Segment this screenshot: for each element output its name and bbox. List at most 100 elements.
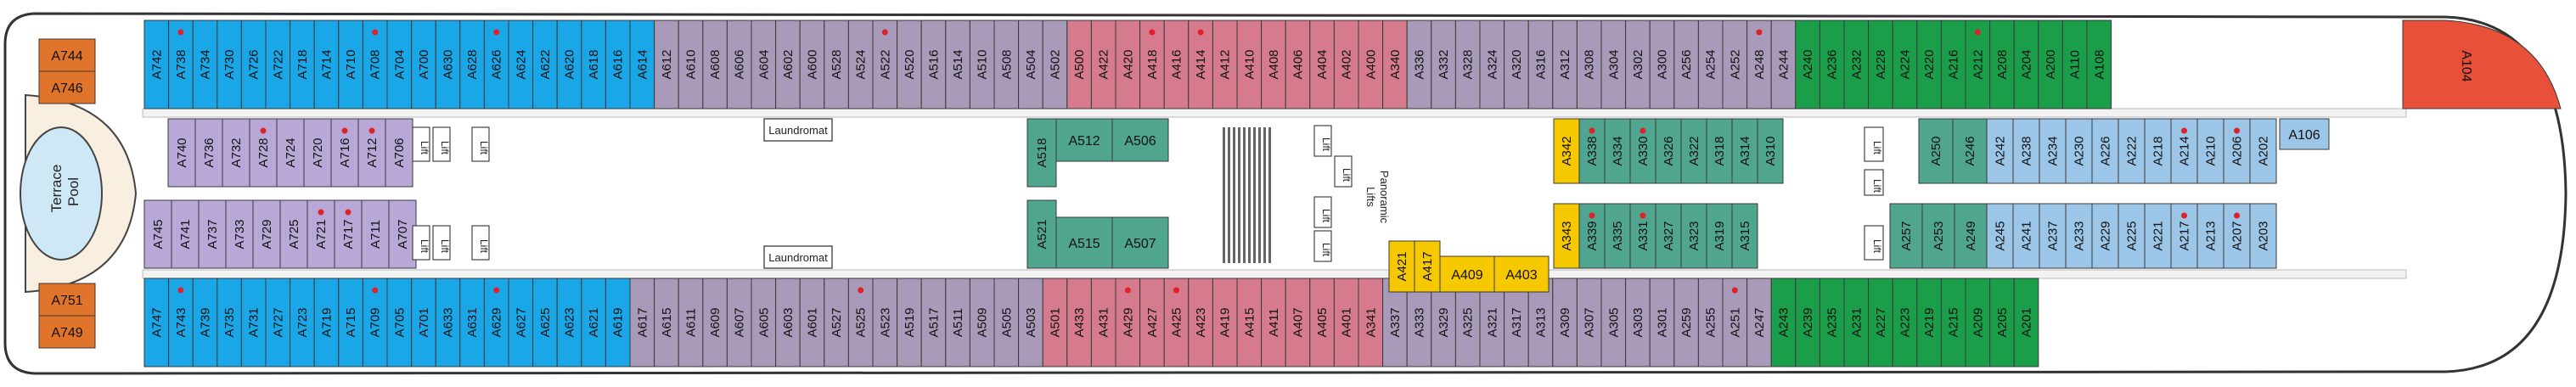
cabin-a517[interactable]: A517 (920, 278, 947, 367)
cabin-a723[interactable]: A723 (290, 278, 315, 367)
cabin-a736[interactable]: A736 (194, 118, 223, 188)
cabin-a303[interactable]: A303 (1625, 278, 1651, 367)
cabin-a711[interactable]: A711 (361, 199, 390, 269)
cabin-a318[interactable]: A318 (1706, 118, 1733, 184)
cabin-a622[interactable]: A622 (532, 20, 558, 109)
cabin-a600[interactable]: A600 (799, 20, 825, 109)
cabin-a419[interactable]: A419 (1212, 278, 1238, 367)
cabin-a313[interactable]: A313 (1527, 278, 1554, 367)
cabin-a210[interactable]: A210 (2196, 118, 2224, 184)
cabin-a230[interactable]: A230 (2065, 118, 2093, 184)
cabin-a417[interactable]: A417 (1414, 240, 1441, 293)
cabin-a249[interactable]: A249 (1954, 203, 1988, 269)
cabin-a339[interactable]: A339 (1578, 203, 1606, 269)
cabin-a423[interactable]: A423 (1188, 278, 1213, 367)
cabin-a408[interactable]: A408 (1261, 20, 1286, 109)
cabin-a201[interactable]: A201 (2013, 278, 2039, 367)
cabin-a221[interactable]: A221 (2144, 203, 2172, 269)
cabin-a718[interactable]: A718 (290, 20, 315, 109)
cabin-a224[interactable]: A224 (1892, 20, 1918, 109)
cabin-a205[interactable]: A205 (1989, 278, 2015, 367)
cabin-a250[interactable]: A250 (1918, 118, 1954, 184)
cabin-a206[interactable]: A206 (2223, 118, 2251, 184)
cabin-a710[interactable]: A710 (338, 20, 363, 109)
cabin-a203[interactable]: A203 (2249, 203, 2277, 269)
cabin-a108[interactable]: A108 (2086, 20, 2112, 109)
cabin-a232[interactable]: A232 (1843, 20, 1870, 109)
cabin-a605[interactable]: A605 (751, 278, 777, 367)
cabin-a626[interactable]: A626 (483, 20, 509, 109)
cabin-a312[interactable]: A312 (1552, 20, 1578, 109)
cabin-a712[interactable]: A712 (357, 118, 386, 188)
cabin-a239[interactable]: A239 (1795, 278, 1820, 367)
cabin-a259[interactable]: A259 (1673, 278, 1699, 367)
cabin-a330[interactable]: A330 (1629, 118, 1656, 184)
cabin-a228[interactable]: A228 (1868, 20, 1893, 109)
cabin-a300[interactable]: A300 (1649, 20, 1675, 109)
cabin-a248[interactable]: A248 (1746, 20, 1772, 109)
cabin-a223[interactable]: A223 (1892, 278, 1918, 367)
cabin-a516[interactable]: A516 (920, 20, 947, 109)
cabin-a418[interactable]: A418 (1139, 20, 1165, 109)
cabin-a524[interactable]: A524 (847, 20, 874, 109)
cabin-a706[interactable]: A706 (385, 118, 413, 188)
cabin-a700[interactable]: A700 (411, 20, 436, 109)
cabin-a328[interactable]: A328 (1454, 20, 1481, 109)
cabin-a243[interactable]: A243 (1770, 278, 1797, 367)
cabin-a209[interactable]: A209 (1965, 278, 1991, 367)
cabin-a620[interactable]: A620 (556, 20, 582, 109)
cabin-a304[interactable]: A304 (1600, 20, 1627, 109)
cabin-a431[interactable]: A431 (1090, 278, 1116, 367)
cabin-a716[interactable]: A716 (330, 118, 359, 188)
cabin-a340[interactable]: A340 (1382, 20, 1408, 109)
cabin-a207[interactable]: A207 (2223, 203, 2251, 269)
cabin-a316[interactable]: A316 (1527, 20, 1554, 109)
cabin-a619[interactable]: A619 (605, 278, 631, 367)
cabin-a425[interactable]: A425 (1163, 278, 1190, 367)
cabin-a738[interactable]: A738 (168, 20, 194, 109)
cabin-a411[interactable]: A411 (1261, 278, 1286, 367)
cabin-a741[interactable]: A741 (171, 199, 200, 269)
cabin-a607[interactable]: A607 (726, 278, 752, 367)
cabin-a751[interactable]: A751 (38, 283, 96, 317)
cabin-a518[interactable]: A518 (1026, 118, 1057, 188)
cabin-a728[interactable]: A728 (249, 118, 278, 188)
cabin-a506[interactable]: A506 (1111, 118, 1169, 162)
cabin-a520[interactable]: A520 (897, 20, 922, 109)
cabin-a611[interactable]: A611 (678, 278, 704, 367)
cabin-a212[interactable]: A212 (1965, 20, 1991, 109)
cabin-a505[interactable]: A505 (993, 278, 1020, 367)
cabin-a501[interactable]: A501 (1042, 278, 1068, 367)
cabin-a254[interactable]: A254 (1697, 20, 1724, 109)
cabin-a245[interactable]: A245 (1986, 203, 2014, 269)
cabin-a216[interactable]: A216 (1940, 20, 1966, 109)
cabin-a257[interactable]: A257 (1889, 203, 1923, 269)
cabin-a315[interactable]: A315 (1731, 203, 1758, 269)
cabin-a504[interactable]: A504 (1018, 20, 1043, 109)
cabin-a251[interactable]: A251 (1722, 278, 1748, 367)
cabin-a222[interactable]: A222 (2118, 118, 2146, 184)
cabin-a241[interactable]: A241 (2012, 203, 2040, 269)
cabin-a502[interactable]: A502 (1042, 20, 1068, 109)
cabin-a715[interactable]: A715 (338, 278, 363, 367)
cabin-a624[interactable]: A624 (508, 20, 534, 109)
cabin-a336[interactable]: A336 (1406, 20, 1432, 109)
cabin-a528[interactable]: A528 (824, 20, 849, 109)
cabin-a213[interactable]: A213 (2196, 203, 2224, 269)
cabin-a609[interactable]: A609 (702, 278, 728, 367)
cabin-a341[interactable]: A341 (1358, 278, 1384, 367)
cabin-a522[interactable]: A522 (872, 20, 898, 109)
cabin-a628[interactable]: A628 (459, 20, 485, 109)
cabin-a602[interactable]: A602 (775, 20, 801, 109)
cabin-a414[interactable]: A414 (1188, 20, 1213, 109)
cabin-a523[interactable]: A523 (872, 278, 898, 367)
cabin-a104[interactable]: A104 (2402, 20, 2562, 109)
cabin-a331[interactable]: A331 (1629, 203, 1656, 269)
cabin-a242[interactable]: A242 (1986, 118, 2014, 184)
cabin-a320[interactable]: A320 (1504, 20, 1529, 109)
cabin-a707[interactable]: A707 (388, 199, 417, 269)
cabin-a208[interactable]: A208 (1989, 20, 2015, 109)
cabin-a616[interactable]: A616 (605, 20, 631, 109)
cabin-a717[interactable]: A717 (334, 199, 363, 269)
cabin-a527[interactable]: A527 (824, 278, 849, 367)
